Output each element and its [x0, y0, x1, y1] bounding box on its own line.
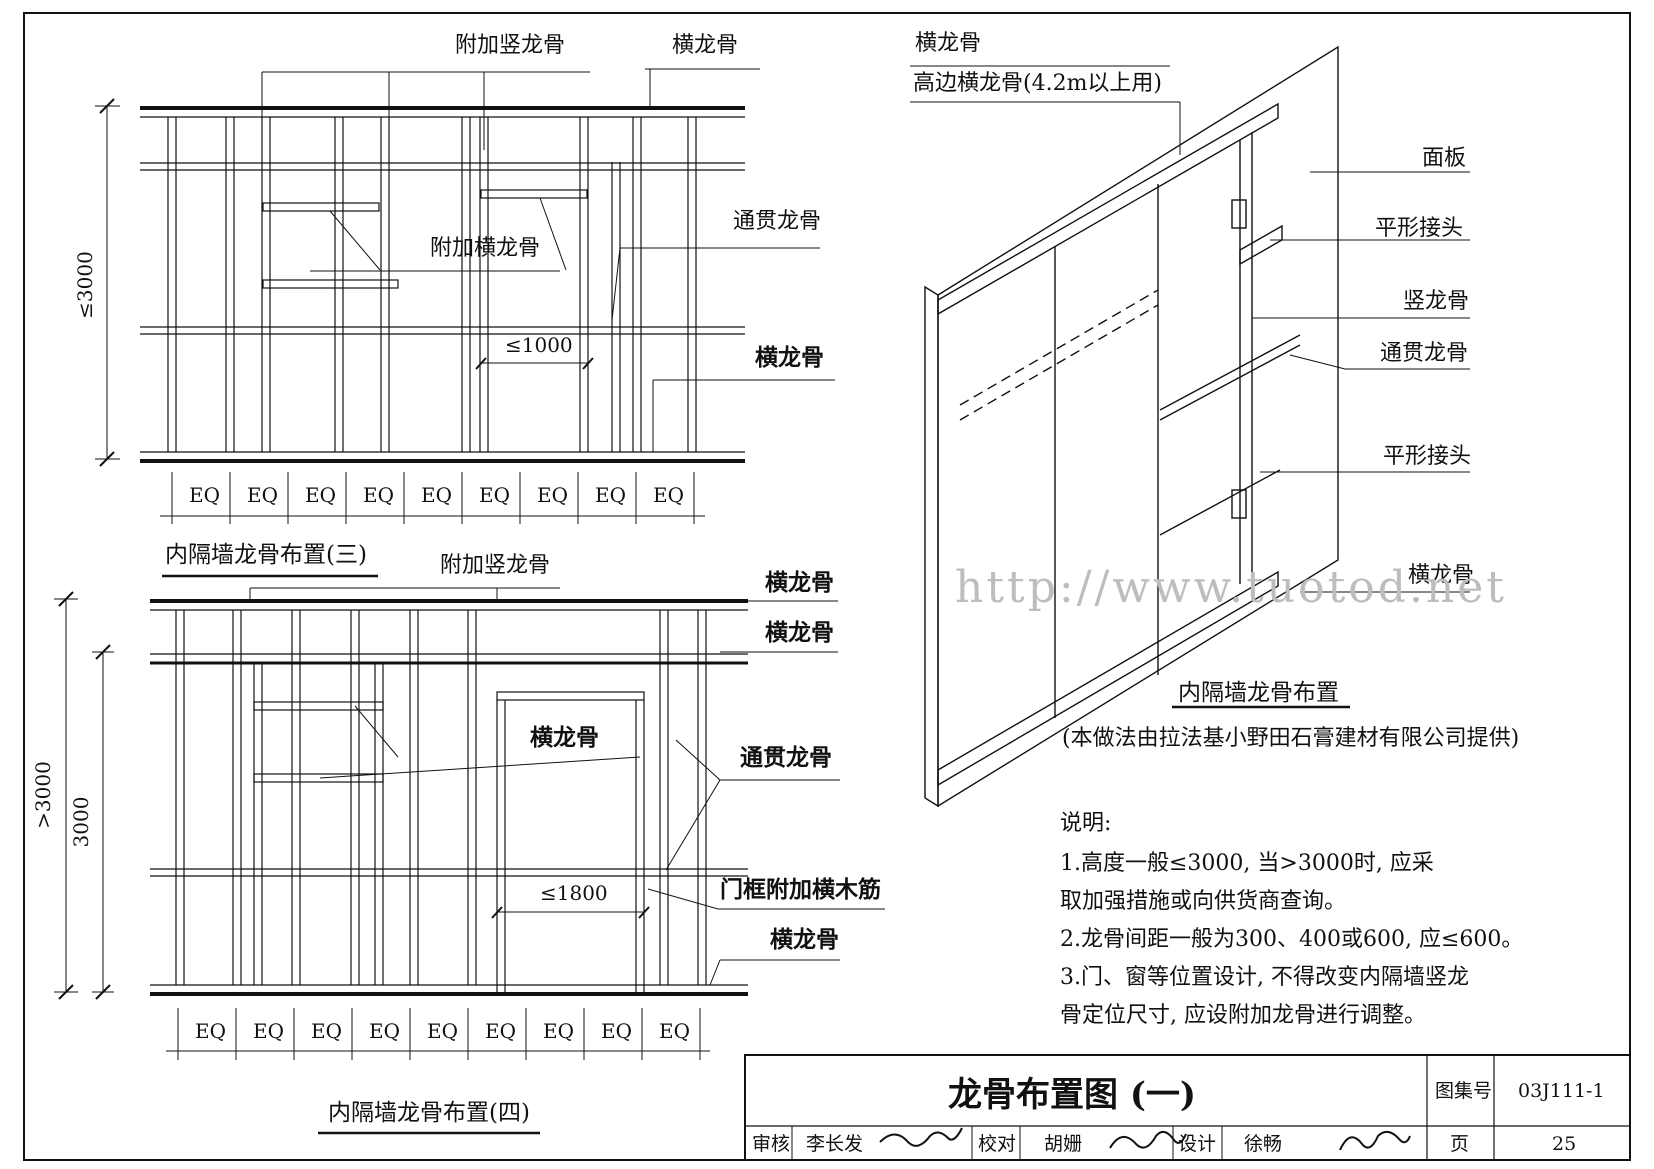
label-flat-joint-2: 平形接头 — [1383, 444, 1471, 469]
height-dimension-inner: 3000 — [69, 797, 93, 848]
watermark: http://www.tuotod.net — [955, 562, 1507, 613]
label-header-track: 横龙骨 — [530, 724, 599, 751]
notes-heading: 说明: — [1060, 811, 1111, 836]
label-through-channel: 通贯龙骨 — [1380, 341, 1468, 366]
wall-3-elevation — [95, 68, 835, 578]
signatures — [879, 1127, 1411, 1151]
title-block-text: 龙骨布置图 (一) 图集号 03J111-1 页 25 审核 李长发 校对 胡姗… — [752, 1075, 1605, 1155]
wall-4-title: 内隔墙龙骨布置(四) — [328, 1100, 530, 1126]
label-top-track: 横龙骨 — [915, 31, 981, 56]
note-line: 骨定位尺寸, 应设附加龙骨进行调整。 — [1060, 1003, 1426, 1028]
label-bottom-track: 横龙骨 — [770, 926, 839, 953]
eq-dimension-row-3: EQ EQ EQ EQ EQ EQ EQ EQ EQ — [189, 483, 684, 507]
label-high-track: 高边横龙骨(4.2m以上用) — [913, 71, 1162, 96]
height-dimension-outer: >3000 — [31, 761, 55, 829]
label-bottom-track: 横龙骨 — [1408, 563, 1474, 588]
label-vertical-stud: 竖龙骨 — [1403, 289, 1469, 314]
height-dimension: ≤3000 — [73, 251, 97, 319]
label-top-track-1: 横龙骨 — [765, 569, 834, 596]
label-panel: 面板 — [1422, 146, 1466, 171]
label-additional-horizontal: 附加横龙骨 — [430, 236, 540, 261]
eq-label: EQ — [369, 1019, 400, 1043]
spacing-dimension: ≤1000 — [505, 333, 573, 357]
label-top-track-2: 横龙骨 — [765, 619, 834, 646]
label-bottom-track: 横龙骨 — [755, 344, 824, 371]
eq-label: EQ — [653, 483, 684, 507]
drawing-title: 龙骨布置图 (一) — [948, 1075, 1196, 1115]
wall-4-labels: 附加竖龙骨 横龙骨 横龙骨 横龙骨 通贯龙骨 门框附加横木筋 横龙骨 >3000… — [31, 553, 881, 1126]
eq-label: EQ — [479, 483, 510, 507]
isometric-frame-view — [910, 45, 1470, 808]
eq-label: EQ — [189, 483, 220, 507]
checker-name: 胡姗 — [1044, 1133, 1082, 1155]
eq-label: EQ — [253, 1019, 284, 1043]
eq-label: EQ — [195, 1019, 226, 1043]
wall-4-elevation — [54, 587, 885, 1135]
label-door-frame-wood: 门框附加横木筋 — [720, 876, 881, 903]
label-additional-vertical-stud: 附加竖龙骨 — [455, 33, 565, 58]
iso-subtitle: (本做法由拉法基小野田石膏建材有限公司提供) — [1062, 726, 1519, 751]
note-line: 2.龙骨间距一般为300、400或600, 应≤600。 — [1060, 927, 1523, 952]
label-additional-vertical-stud: 附加竖龙骨 — [440, 553, 550, 578]
eq-label: EQ — [601, 1019, 632, 1043]
atlas-no: 03J111-1 — [1518, 1080, 1605, 1102]
designer-name: 徐畅 — [1244, 1133, 1282, 1155]
eq-dimension-row-4: EQ EQ EQ EQ EQ EQ EQ EQ EQ — [195, 1019, 690, 1043]
label-through-channel: 通贯龙骨 — [740, 744, 832, 771]
eq-label: EQ — [305, 483, 336, 507]
eq-label: EQ — [659, 1019, 690, 1043]
page-label: 页 — [1450, 1133, 1469, 1155]
isometric-labels: 横龙骨 高边横龙骨(4.2m以上用) 面板 平形接头 竖龙骨 通贯龙骨 平形接头… — [913, 31, 1519, 751]
review-label: 审核 — [752, 1133, 790, 1155]
page-number: 25 — [1552, 1133, 1576, 1155]
eq-label: EQ — [421, 483, 452, 507]
wall-3-title: 内隔墙龙骨布置(三) — [165, 542, 367, 568]
eq-label: EQ — [537, 483, 568, 507]
label-through-channel: 通贯龙骨 — [733, 209, 821, 234]
label-flat-joint-1: 平形接头 — [1375, 216, 1463, 241]
title-block — [744, 1054, 1631, 1161]
eq-label: EQ — [485, 1019, 516, 1043]
label-top-track: 横龙骨 — [672, 33, 738, 58]
design-label: 设计 — [1178, 1133, 1216, 1155]
eq-label: EQ — [427, 1019, 458, 1043]
check-label: 校对 — [978, 1133, 1016, 1155]
wall-3-labels: 附加竖龙骨 横龙骨 通贯龙骨 附加横龙骨 横龙骨 ≤3000 ≤1000 内隔墙… — [73, 33, 824, 568]
eq-label: EQ — [247, 483, 278, 507]
eq-label: EQ — [595, 483, 626, 507]
eq-label: EQ — [311, 1019, 342, 1043]
spacing-dimension: ≤1800 — [540, 881, 608, 905]
note-line: 1.高度一般≤3000, 当>3000时, 应采 — [1060, 851, 1434, 876]
notes: 说明: 1.高度一般≤3000, 当>3000时, 应采 取加强措施或向供货商查… — [1060, 811, 1523, 1028]
iso-title: 内隔墙龙骨布置 — [1178, 680, 1339, 706]
note-line: 取加强措施或向供货商查询。 — [1060, 889, 1346, 914]
atlas-no-label: 图集号 — [1435, 1080, 1492, 1102]
reviewer-name: 李长发 — [806, 1133, 863, 1155]
note-line: 3.门、窗等位置设计, 不得改变内隔墙竖龙 — [1060, 965, 1469, 990]
eq-label: EQ — [543, 1019, 574, 1043]
eq-label: EQ — [363, 483, 394, 507]
